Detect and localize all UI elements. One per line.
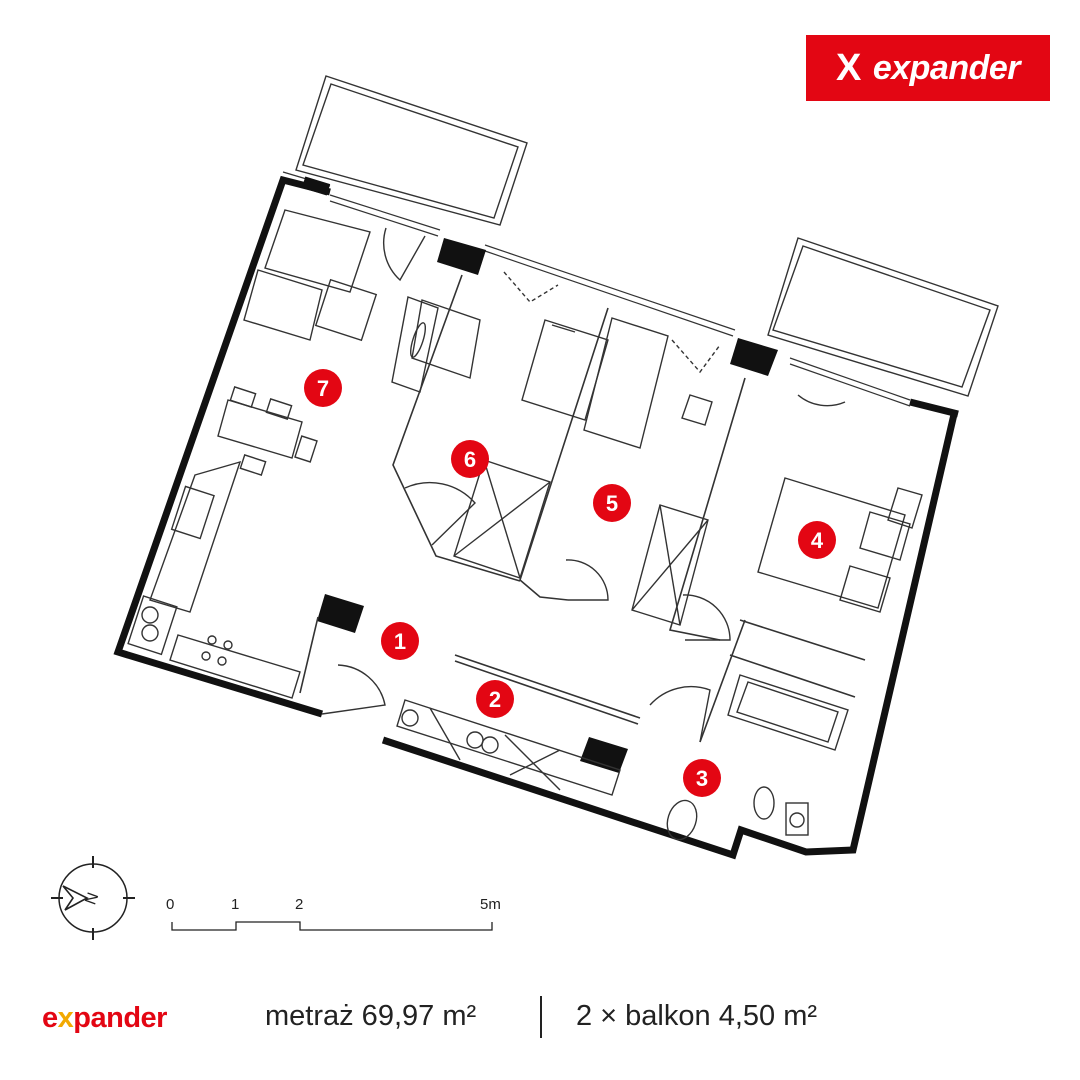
windows xyxy=(282,171,911,407)
logo-wordmark: expander xyxy=(872,48,1021,87)
footer: expander metraż 69,97 m² 2 × balkon 4,50… xyxy=(0,992,1080,1052)
room-number-1: 1 xyxy=(394,629,406,654)
room-labels: 1 2 3 4 5 6 7 xyxy=(304,369,836,797)
door-swings xyxy=(321,227,846,743)
room-marker-1 xyxy=(381,622,419,660)
room-marker-7 xyxy=(304,369,342,407)
room-number-6: 6 xyxy=(464,447,476,472)
kitchen-counters xyxy=(127,460,621,796)
room-marker-5 xyxy=(593,484,631,522)
compass-letter: N xyxy=(82,890,102,907)
balcony-right xyxy=(767,237,999,397)
exterior-walls xyxy=(113,175,959,860)
room-number-2: 2 xyxy=(489,687,501,712)
area-text: metraż 69,97 m² xyxy=(265,1000,477,1032)
room-marker-6 xyxy=(451,440,489,478)
room-marker-4 xyxy=(798,521,836,559)
divider xyxy=(540,996,542,1038)
scale-label-1: 1 xyxy=(231,896,240,913)
room-number-5: 5 xyxy=(606,491,618,516)
room-marker-3 xyxy=(683,759,721,797)
scale-bar xyxy=(171,921,493,931)
balcony-left xyxy=(295,75,528,226)
balcony-text: 2 × balkon 4,50 m² xyxy=(576,1000,818,1032)
north-arrow-icon xyxy=(62,885,89,911)
room-number-7: 7 xyxy=(317,376,329,401)
furniture xyxy=(217,209,923,841)
scale-label-0: 0 xyxy=(166,896,175,913)
scale-label-5m: 5m xyxy=(480,896,501,913)
columns xyxy=(301,176,778,773)
compass: N xyxy=(51,856,135,940)
logo-x-mark: X xyxy=(835,46,861,89)
room-number-3: 3 xyxy=(696,766,708,791)
header-logo: X expander xyxy=(806,35,1050,101)
scale-label-2: 2 xyxy=(295,896,304,913)
interior-walls xyxy=(299,274,866,743)
footer-logo: expander xyxy=(42,1002,167,1034)
room-marker-2 xyxy=(476,680,514,718)
room-number-4: 4 xyxy=(811,528,824,553)
